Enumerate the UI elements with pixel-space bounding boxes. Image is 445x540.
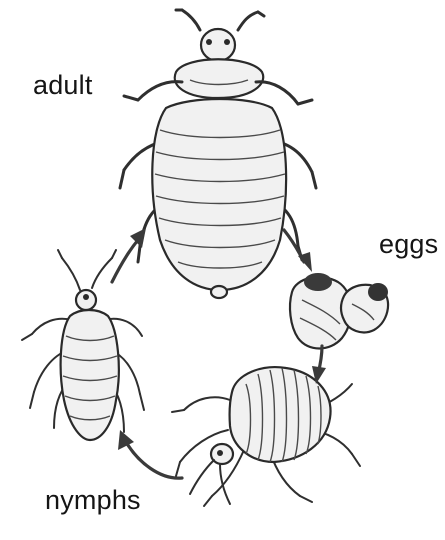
eggs-illustration — [290, 273, 388, 349]
adult-bug-illustration — [120, 10, 316, 298]
label-eggs: eggs — [379, 231, 438, 258]
arrowhead-nymph-to-nymph — [118, 430, 134, 450]
label-nymphs: nymphs — [45, 487, 141, 514]
nymph-left-illustration — [22, 250, 144, 440]
label-adult: adult — [33, 72, 93, 99]
arrow-nymph-to-adult — [112, 240, 138, 282]
arrow-nymph-to-nymph — [126, 442, 182, 478]
nymph-bottom-illustration — [172, 367, 360, 506]
